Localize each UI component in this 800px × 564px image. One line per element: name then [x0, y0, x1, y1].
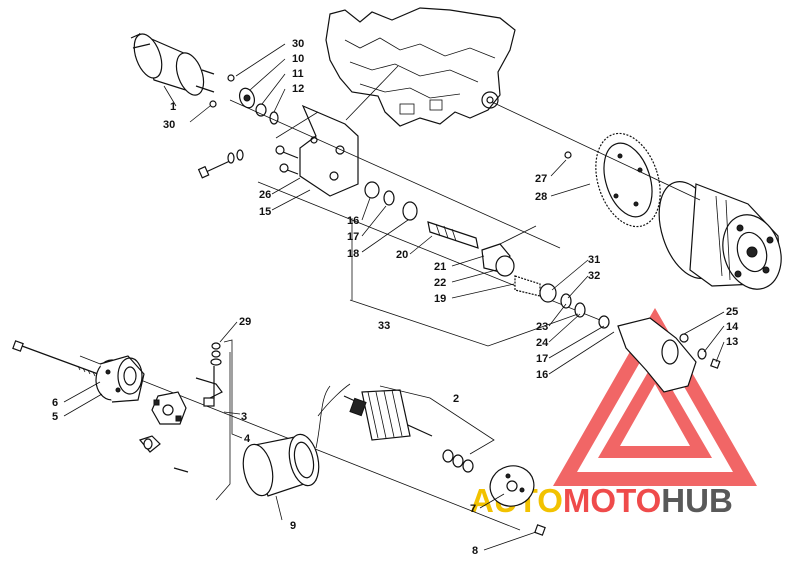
- drive-end-housing: [617, 317, 721, 393]
- watermark-triangle: [553, 308, 757, 486]
- callout-22: 22: [434, 277, 446, 289]
- callout-31: 31: [588, 254, 600, 266]
- armature: [343, 389, 474, 473]
- callout-21: 21: [434, 261, 446, 273]
- terminal-stack: [195, 342, 223, 407]
- callout-5: 5: [52, 411, 58, 423]
- watermark-logo: AUTOMOTOHUB: [470, 308, 757, 519]
- callout-1: 1: [170, 101, 176, 113]
- callout-33: 33: [378, 320, 390, 332]
- callout-4: 4: [244, 433, 251, 445]
- callout-14: 14: [726, 321, 739, 333]
- callout-10: 10: [292, 53, 304, 65]
- callout-26: 26: [259, 189, 271, 201]
- callout-16-bottom: 16: [536, 369, 548, 381]
- callout-32: 32: [588, 270, 600, 282]
- callout-25: 25: [726, 306, 738, 318]
- callout-29: 29: [239, 316, 251, 328]
- callout-28: 28: [535, 191, 547, 203]
- mounting-bracket: [275, 104, 359, 197]
- callout-11: 11: [292, 68, 304, 80]
- field-frame: [242, 433, 320, 497]
- callout-17-bottom: 17: [536, 353, 548, 365]
- callout-7: 7: [470, 503, 476, 515]
- end-cap: [95, 355, 145, 403]
- callout-leaders: [63, 43, 725, 551]
- callout-labels: 30 10 11 12 1 30 27 28 26 15 16 17 18 20…: [52, 38, 739, 557]
- callout-9: 9: [290, 520, 296, 532]
- engine-block: [325, 7, 516, 127]
- callout-12: 12: [292, 83, 304, 95]
- bracket-bolt: [197, 149, 244, 179]
- watermark-hub: HUB: [661, 482, 733, 519]
- callout-13: 13: [726, 336, 738, 348]
- callout-20: 20: [396, 249, 408, 261]
- leader-lines: [275, 65, 579, 455]
- watermark-moto: MOTO: [563, 482, 661, 519]
- callout-18: 18: [347, 248, 359, 260]
- callout-8: 8: [472, 545, 478, 557]
- flywheel: [658, 181, 782, 290]
- through-bolt: [12, 340, 99, 377]
- callout-30-top: 30: [292, 38, 304, 50]
- callout-16-top: 16: [347, 215, 359, 227]
- callout-19: 19: [434, 293, 446, 305]
- callout-3: 3: [241, 411, 247, 423]
- bracket-lines: [215, 339, 243, 501]
- watermark-text: AUTOMOTOHUB: [470, 482, 733, 519]
- callout-17-top: 17: [347, 231, 359, 243]
- callout-15: 15: [259, 206, 271, 218]
- callout-6: 6: [52, 397, 58, 409]
- callout-27: 27: [535, 173, 547, 185]
- watermark-triangle-inner: [598, 360, 712, 458]
- callout-23: 23: [536, 321, 548, 333]
- ring-gear: [564, 132, 661, 228]
- brush-plate: [138, 391, 189, 473]
- starter-motor: [130, 32, 215, 96]
- callout-2: 2: [453, 393, 459, 405]
- callout-24: 24: [536, 337, 549, 349]
- callout-30-bottom: 30: [163, 119, 175, 131]
